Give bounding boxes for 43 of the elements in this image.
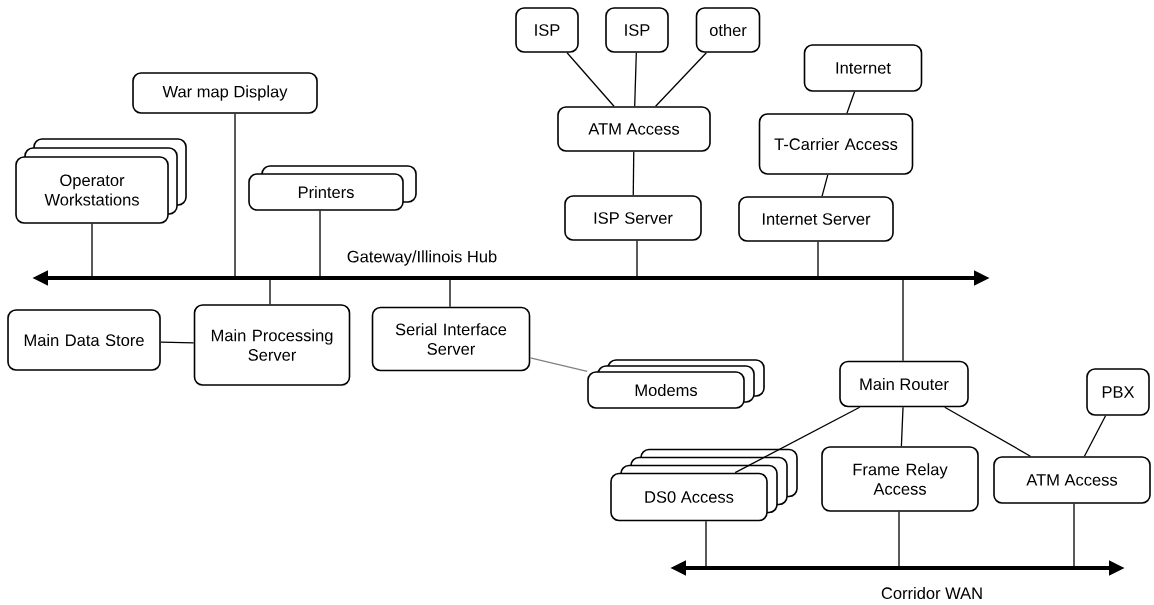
device-box: Internet xyxy=(803,44,923,92)
connector-line xyxy=(705,520,707,569)
device-box: Serial Interface Server xyxy=(371,306,531,372)
device-box: ATM Access xyxy=(993,456,1151,504)
device-box: Main Processing Server xyxy=(193,304,351,386)
device-box: ISP Server xyxy=(564,195,702,241)
device-box: PBX xyxy=(1086,368,1150,416)
stacked-box: Operator Workstations xyxy=(15,138,187,224)
connector-line xyxy=(449,277,451,308)
connector-line xyxy=(902,277,904,362)
device-box: T-Carrier Access xyxy=(758,113,914,175)
connector-line xyxy=(529,357,588,372)
connector-line xyxy=(654,52,707,107)
connector-line xyxy=(634,52,637,107)
connector-line xyxy=(1073,503,1075,569)
connector-line xyxy=(566,52,615,107)
stacked-box: Modems xyxy=(587,359,765,409)
device-box: War map Display xyxy=(132,72,318,114)
device-box: other xyxy=(695,7,761,53)
device-box: ATM Access xyxy=(557,106,711,152)
stacked-box: DS0 Access xyxy=(610,448,798,522)
connector-line xyxy=(817,241,819,279)
connector-line xyxy=(1083,415,1107,457)
connector-line xyxy=(944,406,1032,457)
stacked-box: Printers xyxy=(248,165,417,211)
device-box: ISP xyxy=(515,7,579,53)
connector-line xyxy=(319,210,321,279)
connector-line xyxy=(160,341,195,344)
device-box: ISP xyxy=(605,7,669,53)
device-box: Main Data Store xyxy=(7,309,161,371)
connector-line xyxy=(734,406,861,474)
connector-line xyxy=(234,113,236,279)
connector-line xyxy=(91,223,93,279)
connector-line xyxy=(821,174,829,197)
connector-line xyxy=(636,240,638,279)
connector-line xyxy=(632,151,635,196)
device-box: Main Router xyxy=(839,360,969,408)
connector-line xyxy=(898,511,900,569)
device-box: Frame Relay Access xyxy=(821,446,979,512)
connector-line xyxy=(269,277,271,305)
connector-line xyxy=(846,91,856,114)
device-box: Internet Server xyxy=(738,196,894,242)
connector-line xyxy=(900,406,904,447)
